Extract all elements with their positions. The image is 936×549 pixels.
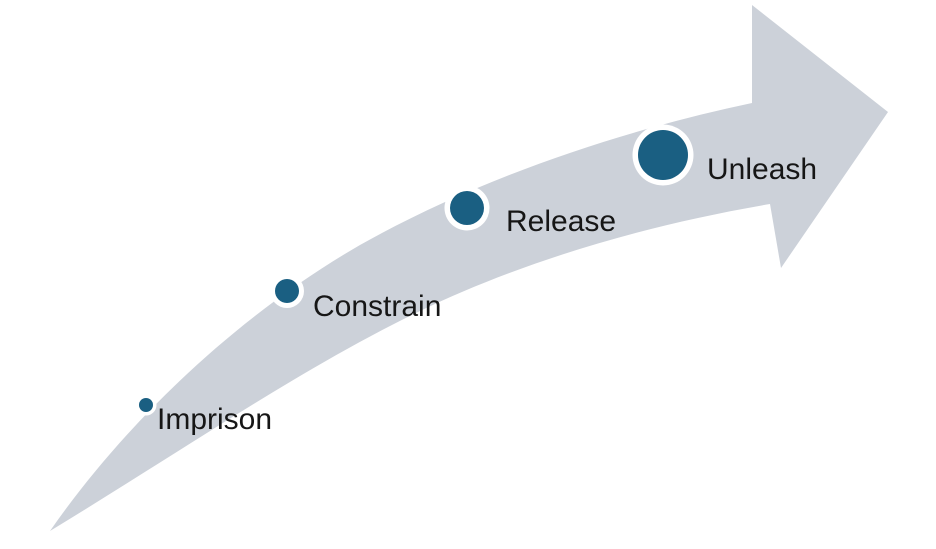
stage-label-imprison: Imprison xyxy=(157,403,272,436)
stage-label-release: Release xyxy=(506,205,616,238)
marker-dot-imprison xyxy=(139,398,153,412)
stage-marker-imprison[interactable] xyxy=(135,394,157,416)
stage-marker-release[interactable] xyxy=(444,185,490,231)
stage-label-constrain: Constrain xyxy=(313,290,441,323)
stage-marker-constrain[interactable] xyxy=(270,274,304,308)
marker-dot-constrain xyxy=(275,279,299,303)
stage-marker-unleash[interactable] xyxy=(632,124,694,186)
marker-dot-unleash xyxy=(638,130,688,180)
progression-arrow xyxy=(50,5,888,531)
marker-dot-release xyxy=(450,191,484,225)
stage-label-unleash: Unleash xyxy=(707,153,817,186)
